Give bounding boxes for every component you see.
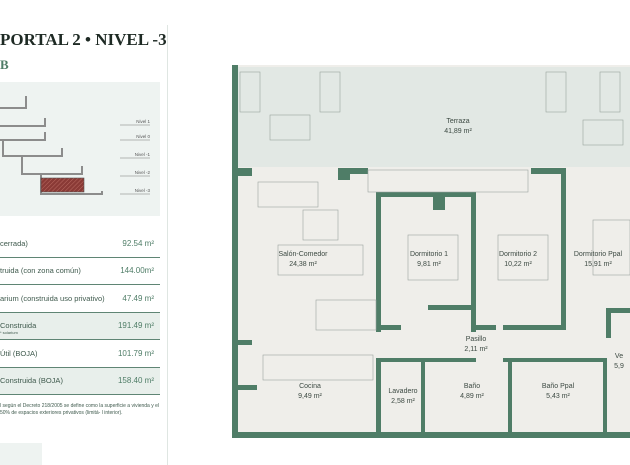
room-name: Lavadero [388,388,417,395]
room-area: 2,11 m² [464,346,488,353]
room-area: 4,89 m² [460,393,484,400]
floor-plan: Terraza 41,89 m² Salón-Comedor 24,38 m² … [228,60,630,445]
area-value: 101.79 m² [117,348,154,358]
area-row: truida (con zona común) 144.00m² [0,258,160,285]
room-name: Pasillo [466,336,487,343]
room-name: Baño [464,383,480,390]
room-area: 10,22 m² [504,261,532,268]
area-row: Construida* solarium 191.49 m² [0,312,160,340]
room-name: Cocina [299,383,321,390]
room-area: 9,81 m² [417,261,441,268]
area-row: arium (construida uso privativo) 47.49 m² [0,285,160,313]
divider [167,25,168,465]
area-value: 144.00m² [120,266,154,276]
level-label: Nivel 1 [136,119,150,124]
area-label: arium (construida uso privativo) [0,293,105,303]
level-label: Nivel -1 [135,152,151,157]
area-label: Construida [0,321,37,331]
room-area: 41,89 m² [444,128,472,135]
unit-subtitle: B [0,57,9,72]
room-name: Baño Ppal [542,383,575,390]
terrace-area [236,67,630,167]
area-label: cerrada) [0,238,28,248]
room-name: Dormitorio 2 [499,251,537,258]
area-label: Útil (BOJA) [0,348,38,358]
footnote: l según el Decreto 218/2005 se define co… [0,403,159,416]
level-label: Nivel -2 [135,170,151,175]
level-section-diagram: Nivel 1 Nivel 0 Nivel -1 Nivel -2 Nivel … [0,82,160,216]
area-row: Construida (BOJA) 158.40 m² [0,367,160,395]
level-label: Nivel -3 [135,188,151,193]
room-area: 5,43 m² [546,393,570,400]
area-value: 47.49 m² [122,293,154,303]
area-value: 158.40 m² [117,376,154,386]
room-name: Salón-Comedor [278,251,328,258]
footer-box [0,443,42,465]
room-area: 24,38 m² [289,261,317,268]
area-row: Útil (BOJA) 101.79 m² [0,340,160,368]
room-area: 9,49 m² [298,393,322,400]
level-label: Nivel 0 [136,134,150,139]
page-title: PORTAL 2 • NIVEL -3 [0,30,167,49]
room-area: 2,58 m² [391,398,415,405]
area-value: 92.54 m² [122,238,154,248]
room-name: Dormitorio 1 [410,251,448,258]
areas-table: cerrada) 92.54 m² truida (con zona común)… [0,230,160,395]
room-name: Dormitorio Ppal [574,251,623,258]
room-area: 15,91 m² [584,261,612,268]
current-level-highlight [40,177,85,193]
area-sublabel: * solarium [0,329,18,335]
area-label: Construida (BOJA) [0,376,63,386]
area-label: truida (con zona común) [0,266,81,276]
area-value: 191.49 m² [117,321,154,331]
room-name: Terraza [446,118,469,125]
room-area: 5,9 [614,363,624,370]
area-row: cerrada) 92.54 m² [0,230,160,258]
room-name: Ve [615,353,623,360]
